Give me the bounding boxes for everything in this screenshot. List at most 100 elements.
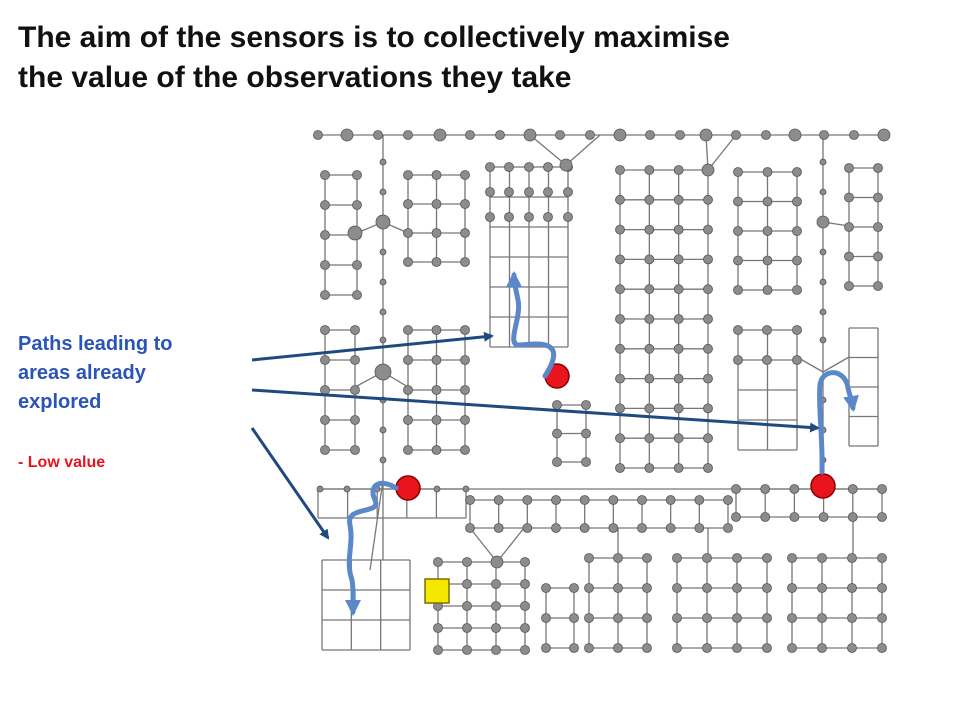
sensor-node	[615, 373, 625, 384]
sensor-node	[703, 194, 713, 205]
sensor-node	[637, 495, 647, 505]
sensor-node	[431, 228, 442, 238]
sensor-node	[491, 601, 501, 611]
sensor-node	[490, 555, 504, 569]
sensor-node	[615, 433, 625, 444]
sensor-node	[584, 643, 594, 653]
sensor-node	[787, 643, 797, 653]
sensor-node	[320, 415, 330, 425]
sensor-node	[819, 248, 827, 256]
sensor-node	[613, 553, 623, 563]
sensor-node	[615, 194, 625, 205]
sensor-node	[555, 130, 565, 140]
sensor-node	[644, 194, 655, 205]
sensor-node	[433, 623, 443, 633]
sensor-node	[431, 445, 442, 455]
sensor-node	[847, 484, 858, 494]
sensor-node	[701, 163, 715, 177]
sensor-node	[320, 260, 330, 270]
sensor-node	[694, 495, 705, 505]
sensor-node	[584, 553, 594, 563]
sensor-node	[732, 643, 742, 653]
sensor-node	[403, 325, 413, 335]
sensor-node	[352, 170, 362, 180]
sensor-node	[703, 463, 713, 473]
sensor-node	[816, 215, 830, 229]
sensor-node	[703, 314, 713, 324]
sensor-node	[462, 485, 470, 493]
sensor-node	[877, 643, 887, 653]
sensor-node	[792, 355, 802, 365]
sensor-node	[762, 226, 773, 236]
slide-title: The aim of the sensors is to collectivel…	[18, 18, 948, 98]
sensor-node	[644, 403, 655, 414]
planned-path-a	[506, 271, 557, 379]
sensor-node	[552, 400, 562, 410]
sensor-node	[817, 553, 827, 563]
sensor-node	[320, 445, 330, 455]
sensor-node	[877, 512, 887, 522]
sensor-node	[541, 643, 551, 653]
sensor-node	[762, 255, 773, 266]
network-nodes	[313, 128, 891, 655]
sensor-node	[844, 163, 854, 173]
sensor-node	[379, 336, 387, 344]
sensor-node	[584, 583, 594, 593]
sensor-node	[431, 257, 442, 267]
sensor-node	[733, 355, 743, 365]
sensor-node	[379, 158, 387, 166]
sensor-node	[644, 463, 655, 473]
sensor-node	[552, 428, 562, 439]
sensor-node	[844, 192, 854, 203]
sensor-node	[460, 228, 470, 238]
sensor-node	[340, 128, 354, 142]
sensor-node	[462, 557, 472, 567]
sensor-node	[347, 225, 363, 241]
sensor-node	[379, 188, 387, 196]
sensor-node	[523, 128, 537, 142]
sensor-node	[673, 165, 684, 175]
sensor-node	[644, 433, 655, 444]
sensor-node	[733, 196, 743, 207]
sensor-node	[703, 373, 713, 384]
sensor-node	[673, 284, 684, 295]
sensor-node	[762, 196, 773, 207]
sensor-node	[403, 130, 413, 140]
sensor-node	[320, 325, 330, 335]
sensor-node	[673, 373, 684, 384]
sensor-node	[374, 363, 392, 381]
sensor-node	[673, 194, 684, 205]
planned-path-c	[817, 370, 859, 475]
sensor-node	[642, 613, 652, 623]
sensor-node	[849, 130, 859, 140]
sensor-node	[581, 400, 591, 410]
sensor-node	[569, 583, 579, 593]
sensor-node	[675, 130, 685, 140]
sensor-node	[644, 284, 655, 295]
sensor-node	[644, 373, 655, 384]
sensor-node	[819, 188, 827, 196]
sensor-node	[320, 355, 330, 365]
sensor-node	[673, 433, 684, 444]
sensor-node	[615, 165, 625, 175]
sensor-node	[792, 196, 802, 207]
sensor-node	[379, 248, 387, 256]
sensor-node	[563, 212, 573, 222]
sensor-node	[819, 336, 827, 344]
sensor-node	[431, 355, 442, 365]
sensor-node	[485, 212, 495, 222]
sensor-node	[460, 257, 470, 267]
sensor-node	[703, 284, 713, 295]
sensor-node	[615, 224, 625, 235]
sensor-node	[642, 643, 652, 653]
sensor-node	[762, 613, 772, 623]
sensor-node	[789, 512, 800, 522]
sensor-node	[665, 523, 676, 533]
sensor-node	[817, 613, 827, 623]
sensor-node	[350, 415, 360, 425]
sensor-node	[787, 613, 797, 623]
sensor-node	[431, 199, 442, 209]
sensor-node	[552, 457, 562, 467]
sensor-node	[522, 523, 533, 533]
sensor-node	[316, 485, 324, 493]
